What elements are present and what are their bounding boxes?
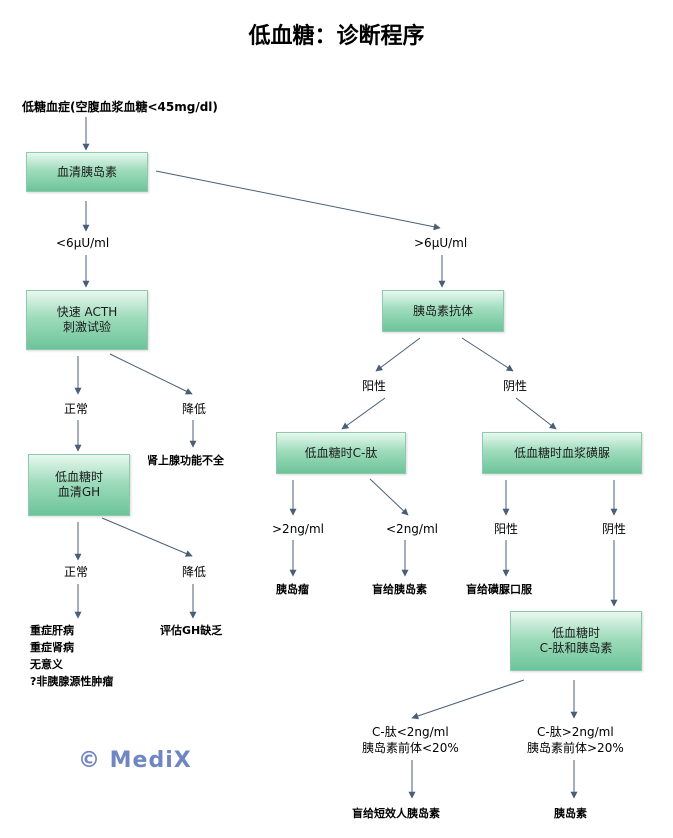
result-insulinoma-2: 胰岛素 [554, 807, 587, 820]
box-hypo-cpeptide: 低血糖时C-肽 [276, 432, 406, 474]
label-gh-low: 降低 [182, 565, 207, 579]
result-blind-sulfonylurea: 盲给磺脲口服 [466, 583, 532, 596]
box-hypo-gh: 低血糖时 血清GH [28, 454, 130, 516]
result-adrenal-insufficiency: 肾上腺功能不全 [147, 454, 224, 467]
label-gh-normal: 正常 [64, 565, 89, 579]
arrow-acth-to-low [109, 353, 193, 395]
label-acth-normal: 正常 [64, 402, 89, 416]
label-su-positive: 阳性 [494, 522, 519, 536]
box-insulin-antibody: 胰岛素抗体 [382, 290, 504, 332]
label-ab-negative: 阴性 [503, 379, 528, 393]
arrow-antibody-to-negative [461, 337, 514, 372]
arrow-gh-to-low [101, 517, 193, 557]
label-su-negative: 阴性 [602, 522, 627, 536]
page-title: 低血糖：诊断程序 [248, 23, 425, 49]
result-blind-insulin: 盲给胰岛素 [372, 583, 427, 596]
label-cp-low-proinsulin-low: C-肽<2ng/ml 胰岛素前体<20% [362, 725, 459, 755]
watermark-logo: © MediX [78, 748, 192, 773]
box-hypo-cpeptide-insulin: 低血糖时 C-肽和胰岛素 [510, 611, 642, 671]
arrow-insulin-to-high [155, 170, 441, 231]
label-cp-high-proinsulin-high: C-肽>2ng/ml 胰岛素前体>20% [527, 725, 624, 755]
box-serum-insulin: 血清胰岛素 [26, 152, 148, 192]
label-ab-positive: 阳性 [362, 379, 387, 393]
box-hypo-sulfonylurea: 低血糖时血浆磺脲 [482, 432, 642, 474]
label-acth-low: 降低 [182, 402, 207, 416]
arrow-negative-to-sulfonylurea [515, 397, 557, 430]
result-liver-kidney-disease: 重症肝病 重症肾病 无意义 ?非胰腺源性肿瘤 [30, 624, 114, 688]
arrow-positive-to-cpeptide [341, 397, 386, 430]
result-short-acting-insulin: 盲给短效人胰岛素 [352, 807, 440, 820]
label-insulin-high: >6μU/ml [414, 236, 468, 250]
arrow-antibody-to-positive [375, 337, 421, 372]
arrow-cpeptide-to-low [369, 478, 409, 516]
start-condition: 低糖血症(空腹血浆血糖<45mg/dl) [22, 100, 218, 114]
result-gh-deficiency: 评估GH缺乏 [160, 624, 223, 637]
label-cp-high: >2ng/ml [272, 522, 324, 536]
arrow-ci-to-low-proinsulin [411, 679, 525, 720]
label-cp-low: <2ng/ml [386, 522, 438, 536]
result-insulinoma-1: 胰岛瘤 [276, 583, 309, 596]
label-insulin-low: <6μU/ml [56, 236, 110, 250]
box-acth-test: 快速 ACTH 刺激试验 [26, 290, 148, 350]
